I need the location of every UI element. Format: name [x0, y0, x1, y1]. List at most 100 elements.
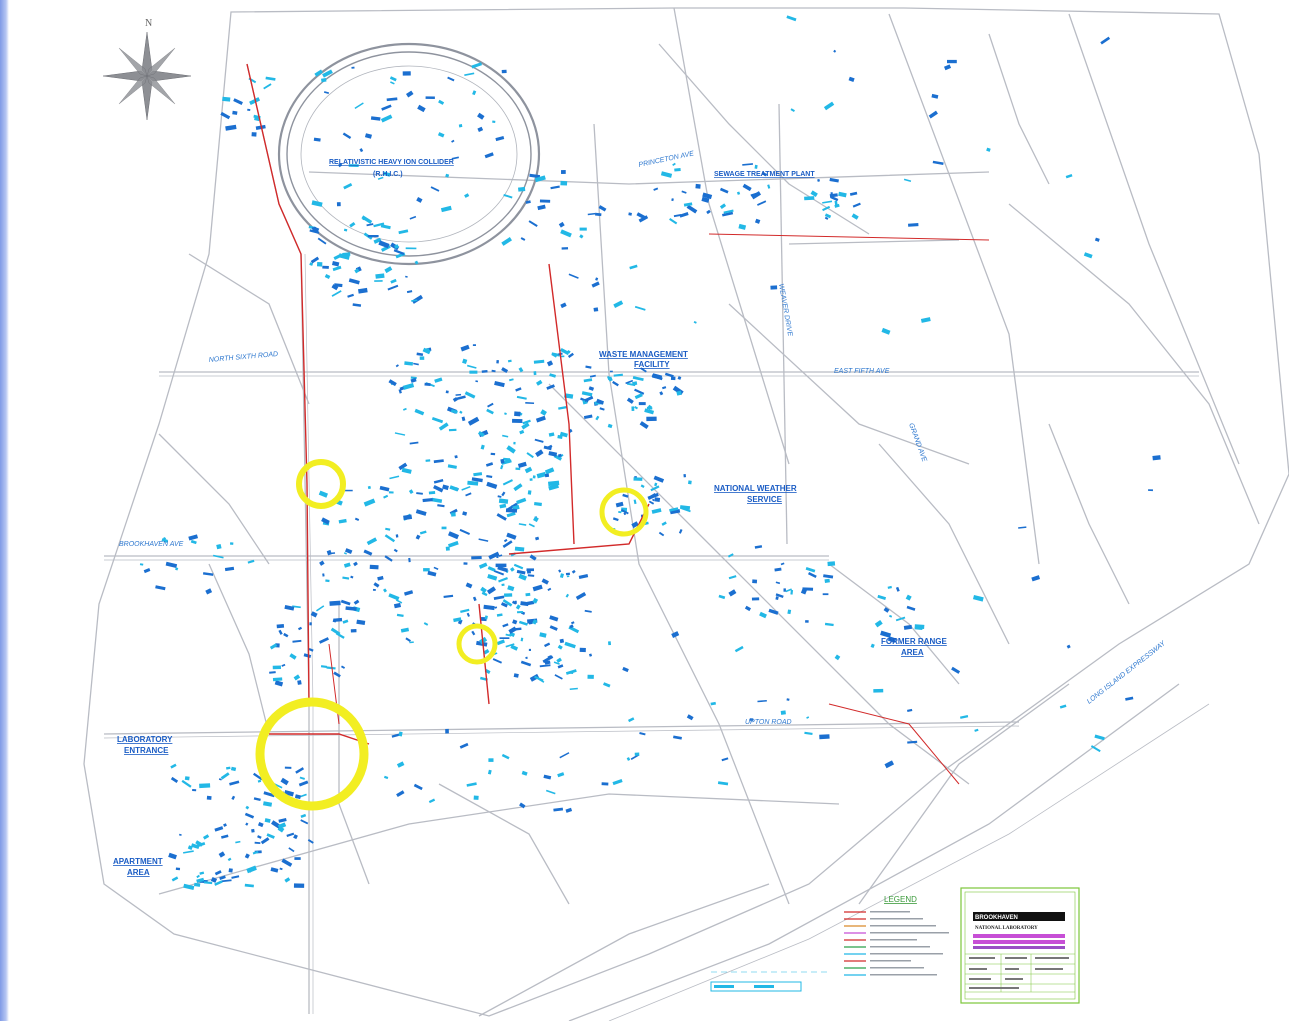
building-mark	[545, 789, 556, 795]
building-mark	[483, 648, 490, 655]
building-mark	[513, 483, 523, 492]
building-mark	[445, 728, 449, 734]
building-mark	[628, 717, 635, 723]
building-mark	[283, 632, 289, 638]
building-mark	[232, 110, 238, 115]
building-mark	[496, 513, 507, 521]
building-mark	[384, 534, 396, 543]
building-mark	[348, 278, 360, 285]
label-waste-management[interactable]: WASTE MANAGEMENT	[599, 350, 688, 359]
building-mark	[408, 557, 411, 563]
highlight-circle-central[interactable]	[456, 623, 498, 665]
building-mark	[340, 665, 346, 669]
building-mark	[618, 511, 622, 514]
label-rhic[interactable]: RELATIVISTIC HEAVY ION COLLIDER	[329, 159, 454, 166]
road-label-upton[interactable]: UPTON ROAD	[745, 719, 792, 726]
building-mark	[352, 303, 362, 307]
building-mark	[780, 710, 786, 715]
building-mark	[394, 244, 399, 249]
building-mark	[295, 767, 305, 774]
building-mark	[431, 497, 443, 504]
building-mark	[384, 266, 393, 274]
building-mark	[664, 372, 674, 378]
building-mark	[272, 665, 282, 670]
label-former-range[interactable]: FORMER RANGE	[881, 637, 947, 646]
legend-item-text-mark	[870, 946, 930, 948]
building-mark	[245, 822, 249, 826]
area-labels: RELATIVISTIC HEAVY ION COLLIDER (R.H.I.C…	[113, 159, 947, 877]
building-mark	[631, 406, 635, 411]
building-mark	[634, 752, 640, 756]
building-mark	[471, 477, 483, 483]
building-mark	[203, 834, 210, 840]
rhic-ring	[277, 42, 541, 266]
building-mark	[567, 352, 574, 358]
road-label-north-sixth[interactable]: NORTH SIXTH ROAD	[209, 351, 279, 364]
building-mark	[518, 367, 524, 373]
building-mark	[460, 344, 470, 352]
road-label-brookhaven[interactable]: BROOKHAVEN AVE	[119, 541, 184, 548]
building-mark	[734, 645, 744, 653]
building-mark	[632, 376, 644, 381]
building-mark	[539, 632, 547, 638]
building-mark	[513, 673, 519, 678]
building-mark	[431, 417, 444, 424]
building-mark	[364, 133, 372, 139]
building-mark	[199, 783, 211, 789]
building-mark	[220, 772, 230, 780]
label-weather-service-2: SERVICE	[747, 495, 783, 504]
building-mark	[350, 575, 354, 579]
building-mark	[718, 594, 726, 600]
building-mark	[561, 247, 569, 250]
building-mark	[363, 549, 373, 556]
building-mark	[736, 191, 741, 195]
highlight-circle-entrance[interactable]	[255, 697, 369, 811]
highlight-circle-west[interactable]	[296, 459, 346, 509]
road-label-weaver[interactable]: WEAVER DRIVE	[777, 283, 793, 337]
building-mark	[557, 772, 565, 778]
building-mark	[430, 186, 440, 192]
building-mark	[537, 204, 546, 211]
building-mark	[907, 708, 913, 713]
building-mark	[219, 875, 226, 880]
label-weather-service[interactable]: NATIONAL WEATHER	[714, 484, 797, 493]
building-mark	[353, 561, 358, 567]
building-mark	[284, 789, 294, 797]
legend[interactable]: LEGEND	[844, 895, 949, 976]
building-mark	[183, 883, 195, 890]
building-mark	[719, 187, 729, 194]
road-label-long-island[interactable]: LONG ISLAND EXPRESSWAY	[1086, 639, 1168, 705]
building-mark	[310, 611, 318, 618]
building-mark	[391, 733, 402, 738]
highlight-circle-east[interactable]	[599, 487, 649, 537]
building-mark	[466, 782, 477, 787]
building-mark	[445, 546, 450, 551]
building-mark	[728, 589, 737, 597]
building-mark	[333, 253, 342, 261]
building-mark	[363, 498, 376, 507]
building-mark	[612, 517, 619, 522]
building-mark	[541, 578, 549, 585]
building-mark	[532, 584, 543, 592]
building-mark	[870, 643, 875, 649]
building-mark	[402, 71, 411, 76]
building-mark	[595, 415, 600, 421]
label-sewage-plant[interactable]: SEWAGE TREATMENT PLANT	[714, 171, 815, 178]
label-laboratory-entrance[interactable]: LABORATORY	[117, 735, 173, 744]
building-mark	[671, 198, 674, 202]
building-mark	[887, 585, 892, 589]
building-mark	[231, 795, 236, 800]
label-apartment-area[interactable]: APARTMENT	[113, 857, 163, 866]
title-block[interactable]: BROOKHAVEN NATIONAL LABORATORY	[960, 887, 1080, 1004]
building-mark	[214, 880, 223, 886]
building-mark	[374, 280, 383, 282]
building-mark	[529, 554, 537, 561]
building-mark	[321, 517, 330, 525]
road-label-east-fifth[interactable]: EAST FIFTH AVE	[834, 368, 890, 375]
building-mark	[451, 156, 459, 160]
building-mark	[669, 218, 678, 225]
building-mark	[257, 835, 262, 839]
building-mark	[534, 675, 544, 682]
site-map[interactable]: N RELATIVISTIC HEAVY ION COLLIDER (R.H.I…	[9, 4, 1289, 1021]
road-label-princeton[interactable]: PRINCETON AVE	[638, 150, 695, 169]
